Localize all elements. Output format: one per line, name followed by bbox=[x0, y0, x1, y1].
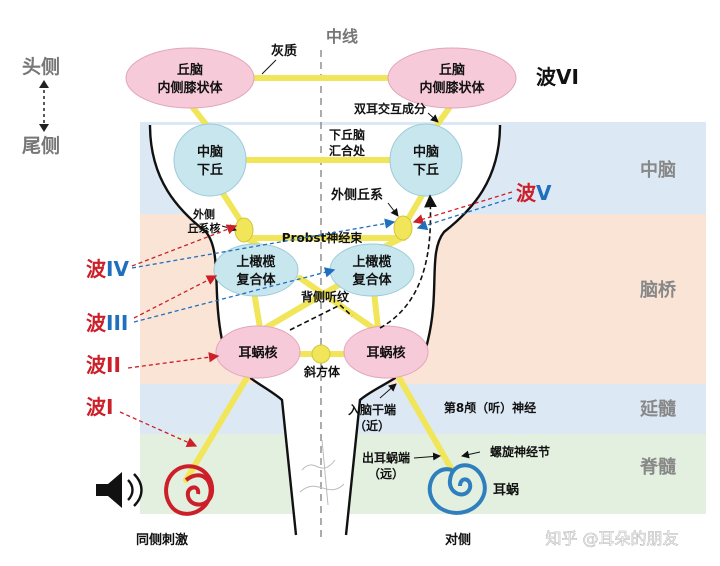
wave-iii-prefix: 波 bbox=[86, 311, 107, 335]
wave-v-prefix: 波 bbox=[516, 181, 537, 205]
wave-iii-red-arrow bbox=[133, 275, 218, 319]
spiral-ganglion-pointer bbox=[461, 450, 481, 459]
dorsal-striae-path bbox=[289, 304, 353, 331]
wave-ii-label: 波II bbox=[86, 353, 121, 377]
cochlea-ipsilateral-spiral bbox=[164, 464, 215, 516]
gray-matter-pointer bbox=[261, 59, 277, 75]
wave-iv-numeral: IV bbox=[106, 257, 129, 281]
binaural-pointer bbox=[427, 112, 439, 123]
wave-i-label: 波I bbox=[86, 395, 113, 419]
entry-end-pointer bbox=[379, 383, 397, 399]
trapezoid-label: 斜方体 bbox=[303, 364, 341, 379]
wave-v-numeral: V bbox=[536, 181, 552, 205]
cn-right bbox=[343, 325, 429, 379]
gray-matter-label: 灰质 bbox=[271, 43, 297, 59]
ic-commissure-line2: 汇合处 bbox=[329, 143, 366, 158]
wave-ii-prefix: 波 bbox=[86, 353, 107, 377]
wave-v-label: 波V bbox=[516, 181, 552, 205]
wave-iv-label: 波IV bbox=[86, 257, 129, 281]
exit-cochlea-line2: （远） bbox=[368, 466, 404, 481]
caudal-label: 尾侧 bbox=[22, 135, 60, 157]
wave-vi-label: 波VI bbox=[536, 65, 579, 89]
mgb-left-line1: 丘脑 bbox=[177, 62, 203, 78]
soc-left bbox=[213, 243, 299, 297]
mgb-left bbox=[125, 47, 255, 109]
wave-iv-red-arrow bbox=[131, 224, 238, 267]
wave-i-numeral: I bbox=[106, 395, 113, 419]
wave-ii-numeral: II bbox=[106, 353, 121, 377]
binaural-label: 双耳交互成分 bbox=[354, 101, 426, 116]
ic-right-line2: 下丘 bbox=[413, 163, 439, 178]
midline-label: 中线 bbox=[326, 27, 358, 46]
wave-iii-numeral: III bbox=[106, 311, 128, 335]
entry-end-line1: 入脑干端 bbox=[348, 402, 396, 417]
soc-right bbox=[329, 243, 415, 297]
soc-right-line2: 复合体 bbox=[351, 272, 392, 288]
spinal-band bbox=[140, 434, 706, 514]
nerve8-label: 第8颅（听）神经 bbox=[444, 400, 536, 415]
spinal-cord-sketch bbox=[299, 439, 345, 506]
nll-line2: 丘系核 bbox=[188, 221, 221, 235]
mgb-right bbox=[387, 47, 517, 109]
auditory-pathway bbox=[183, 75, 455, 483]
trapezoid-body-nucleus bbox=[311, 344, 331, 364]
ic-commissure-line1: 下丘脑 bbox=[329, 127, 365, 142]
cn-right-label: 耳蜗核 bbox=[366, 345, 405, 361]
cochlea-label: 耳蜗 bbox=[493, 482, 519, 498]
soc-right-line1: 上橄榄 bbox=[352, 254, 391, 270]
wave-iv-prefix: 波 bbox=[86, 257, 107, 281]
dorsal-striae-label: 背侧听纹 bbox=[301, 289, 350, 304]
medulla-label: 延髓 bbox=[639, 398, 677, 420]
mgb-right-line2: 内侧膝状体 bbox=[419, 80, 485, 96]
mgb-right-line1: 丘脑 bbox=[439, 62, 465, 78]
watermark: 知乎 @耳朵的朋友 bbox=[545, 529, 678, 548]
medulla-band bbox=[140, 384, 706, 434]
speaker-icon bbox=[96, 472, 143, 508]
ic-left bbox=[173, 123, 247, 197]
entry-end-line2: （近） bbox=[354, 418, 390, 433]
wave-v-blue-arrow bbox=[416, 197, 513, 231]
ipsilateral-label: 同侧刺激 bbox=[136, 532, 189, 548]
wave-iv-blue-arrow bbox=[131, 218, 396, 269]
lateral-lemniscus-label: 外侧丘系 bbox=[330, 187, 383, 203]
wave-ii-red-arrow bbox=[127, 352, 220, 369]
ic-right-line1: 中脑 bbox=[413, 144, 439, 160]
ic-left-line2: 下丘 bbox=[197, 163, 223, 178]
ic-right bbox=[389, 123, 463, 197]
spiral-ganglion-label: 螺旋神经节 bbox=[490, 444, 550, 459]
wave-iii-label: 波III bbox=[86, 311, 128, 335]
soc-left-line2: 复合体 bbox=[235, 272, 276, 288]
spinal-label: 脊髓 bbox=[639, 456, 677, 478]
pons-label: 脑桥 bbox=[640, 279, 677, 301]
axis-arrowheads bbox=[39, 80, 49, 132]
nll-nucleus-left bbox=[234, 217, 254, 243]
brainstem-outline-right bbox=[344, 124, 502, 536]
wave-i-prefix: 波 bbox=[86, 395, 107, 419]
midbrain-label: 中脑 bbox=[640, 159, 676, 181]
wave-v-red-arrow bbox=[412, 191, 513, 225]
cn-left-label: 耳蜗核 bbox=[238, 345, 277, 361]
cochlea-contralateral-spiral bbox=[427, 463, 487, 515]
cn-left bbox=[215, 325, 301, 379]
probst-label: Probst神经束 bbox=[282, 230, 363, 245]
nll-line1: 外侧 bbox=[192, 207, 215, 221]
mgb-left-line2: 内侧膝状体 bbox=[157, 80, 223, 96]
exit-cochlea-line1: 出耳蜗端 bbox=[362, 450, 410, 465]
soc-left-line1: 上橄榄 bbox=[236, 254, 275, 270]
ic-left-line1: 中脑 bbox=[197, 144, 223, 160]
contralateral-label: 对侧 bbox=[445, 532, 471, 548]
exit-cochlea-pointer bbox=[413, 452, 441, 461]
nll-nucleus-right bbox=[393, 215, 413, 241]
lateral-lemniscus-pointer bbox=[387, 202, 399, 217]
dorsal-pathway-path bbox=[379, 194, 437, 329]
rostral-label: 头侧 bbox=[22, 56, 60, 78]
